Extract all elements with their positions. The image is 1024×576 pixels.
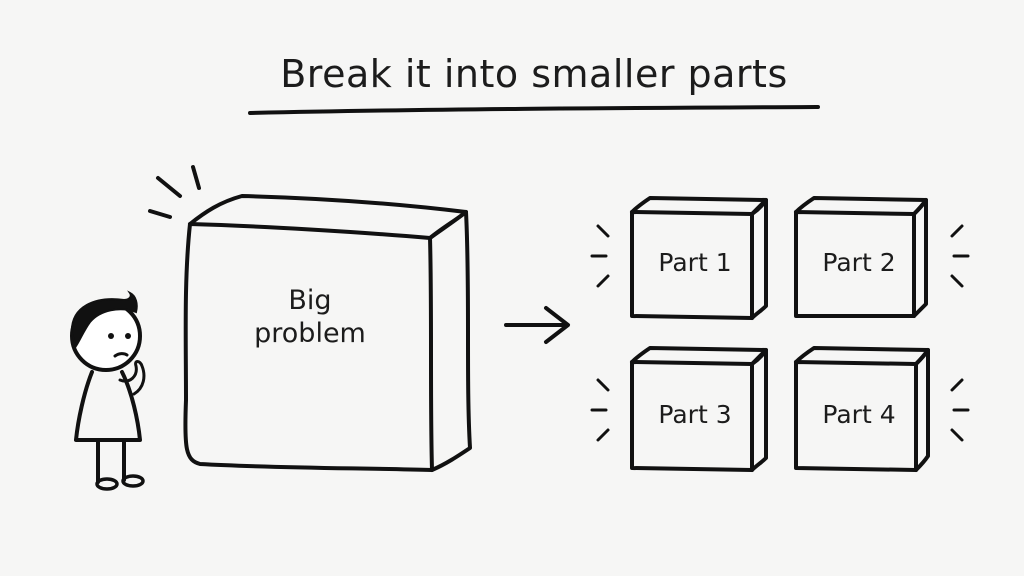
emphasis-marks-left-bottom — [590, 378, 610, 442]
emphasis-marks-left-top — [590, 224, 610, 288]
emphasis-marks-right-bottom — [950, 378, 970, 442]
part-label-2: Part 2 — [822, 248, 896, 277]
confused-person — [70, 290, 146, 491]
person-eye-right — [125, 333, 131, 339]
part-label-3: Part 3 — [658, 400, 732, 429]
person-mouth — [113, 352, 129, 358]
part-box-1 — [630, 196, 768, 320]
big-problem-box — [183, 194, 472, 472]
part-box-4 — [794, 346, 930, 472]
big-box-front — [183, 222, 434, 472]
stress-marks — [148, 165, 201, 219]
person-foot-left — [95, 477, 119, 491]
title-underline — [248, 105, 820, 115]
part-box-3 — [630, 346, 768, 472]
big-box-side — [428, 210, 472, 472]
part-box-2 — [794, 196, 928, 318]
big-problem-label-line2: problem — [254, 318, 366, 349]
person-eye-left — [108, 333, 114, 339]
big-problem-label-line1: Big — [288, 285, 332, 316]
person-body — [74, 370, 142, 442]
part-label-4: Part 4 — [822, 400, 896, 429]
person-foot-right — [121, 474, 145, 488]
part-label-1: Part 1 — [658, 248, 732, 277]
big-problem-label: Big problem — [220, 284, 400, 350]
person-hand — [118, 360, 146, 396]
emphasis-marks-right-top — [950, 224, 970, 288]
diagram-title: Break it into smaller parts — [280, 52, 788, 96]
person-hair — [70, 290, 138, 349]
arrow-right — [504, 306, 570, 344]
